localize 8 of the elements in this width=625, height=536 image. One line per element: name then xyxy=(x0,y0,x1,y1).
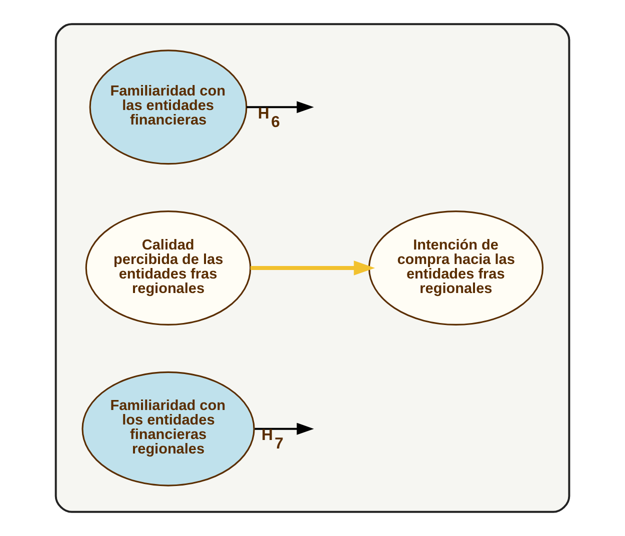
node-ellipse: Familiaridad con los entidades financieras regionales xyxy=(82,371,255,486)
cluster xyxy=(54,23,570,513)
arrow xyxy=(254,422,314,435)
node-ellipse: Familiaridad con las entidades financieras xyxy=(89,50,248,165)
node-ellipse: Calidad percibida de las entidades fras regionales xyxy=(85,210,252,326)
arrow xyxy=(246,101,314,114)
arrow xyxy=(250,260,375,276)
node-ellipse: Intención de compra hacia las entidades fras regionales xyxy=(368,210,544,326)
